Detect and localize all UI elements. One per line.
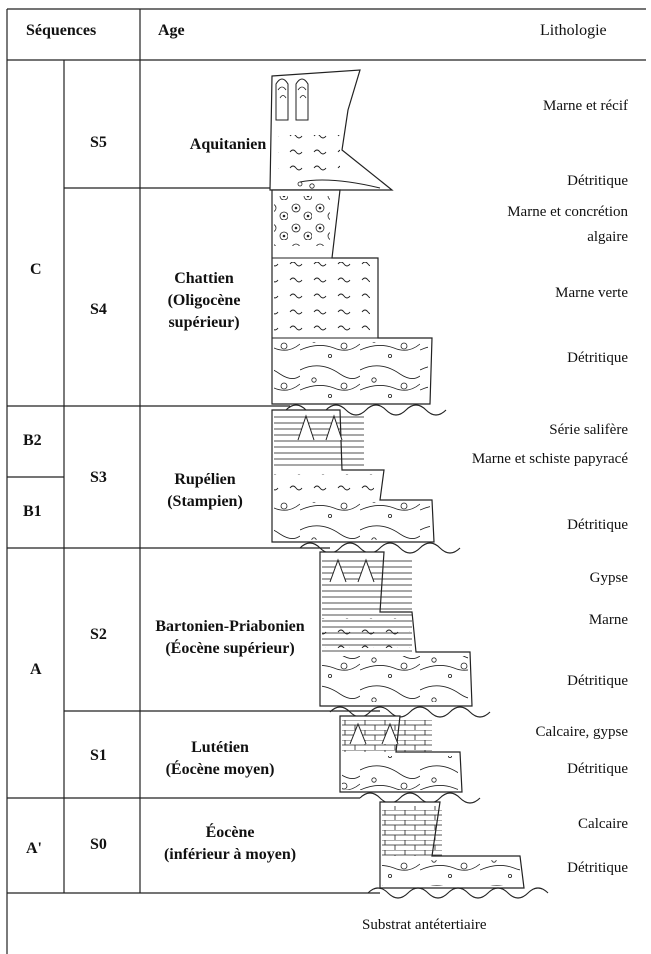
lith-detritique-s4: Détritique <box>567 350 628 367</box>
lith-marne: Marne <box>589 612 628 629</box>
lith-concretion-2: algaire <box>587 229 628 246</box>
age-s5-line-1: Aquitanien <box>140 134 316 156</box>
sequence-s1: S1 <box>90 747 107 765</box>
header-lithology: Lithologie <box>540 22 607 40</box>
age-s0-line-2: (inférieur à moyen) <box>140 844 320 866</box>
age-s5: Aquitanien <box>140 134 316 156</box>
lith-concretion-1: Marne et concrétion <box>507 204 628 221</box>
age-s3-line-2: (Stampien) <box>140 491 270 513</box>
age-s4: Chattien (Oligocène supérieur) <box>140 268 268 334</box>
sequence-s3: S3 <box>90 469 107 487</box>
age-s3: Rupélien (Stampien) <box>140 469 270 513</box>
substrate-label: Substrat antétertiaire <box>362 917 487 934</box>
age-s1: Lutétien (Éocène moyen) <box>140 737 300 781</box>
lith-detritique-s2: Détritique <box>567 673 628 690</box>
age-s1-line-2: (Éocène moyen) <box>140 759 300 781</box>
age-s4-line-2: (Oligocène <box>140 290 268 312</box>
lith-detritique-s0: Détritique <box>567 860 628 877</box>
header-age: Age <box>158 22 185 40</box>
age-s2: Bartonien-Priabonien (Éocène supérieur) <box>140 616 320 660</box>
lith-detritique-s3: Détritique <box>567 517 628 534</box>
age-s4-line-3: supérieur) <box>140 312 268 334</box>
sequence-b2: B2 <box>23 432 42 450</box>
lith-calcaire-gypse: Calcaire, gypse <box>536 724 628 741</box>
sequence-s0: S0 <box>90 836 107 854</box>
header-sequences: Séquences <box>26 22 96 40</box>
age-s3-line-1: Rupélien <box>140 469 270 491</box>
sequence-a: A <box>30 661 42 679</box>
age-s1-line-1: Lutétien <box>140 737 300 759</box>
sequence-c: C <box>30 261 42 279</box>
age-s0-line-1: Éocène <box>140 822 320 844</box>
sequence-s5: S5 <box>90 134 107 152</box>
lith-marne-recif: Marne et récif <box>543 98 628 115</box>
lith-schiste: Marne et schiste papyracé <box>472 451 628 468</box>
lith-detritique-s1: Détritique <box>567 761 628 778</box>
age-s2-line-2: (Éocène supérieur) <box>140 638 320 660</box>
lith-marne-verte: Marne verte <box>555 285 628 302</box>
age-s2-line-1: Bartonien-Priabonien <box>140 616 320 638</box>
lith-salifere: Série salifère <box>549 422 628 439</box>
lithology-column <box>270 70 548 898</box>
age-s0: Éocène (inférieur à moyen) <box>140 822 320 866</box>
sequence-b1: B1 <box>23 503 42 521</box>
lith-gypse: Gypse <box>590 570 628 587</box>
lith-calcaire: Calcaire <box>578 816 628 833</box>
sequence-s4: S4 <box>90 301 107 319</box>
sequence-a-prime: A' <box>26 840 42 858</box>
sequence-s2: S2 <box>90 626 107 644</box>
lith-detritique-s5: Détritique <box>567 173 628 190</box>
age-s4-line-1: Chattien <box>140 268 268 290</box>
